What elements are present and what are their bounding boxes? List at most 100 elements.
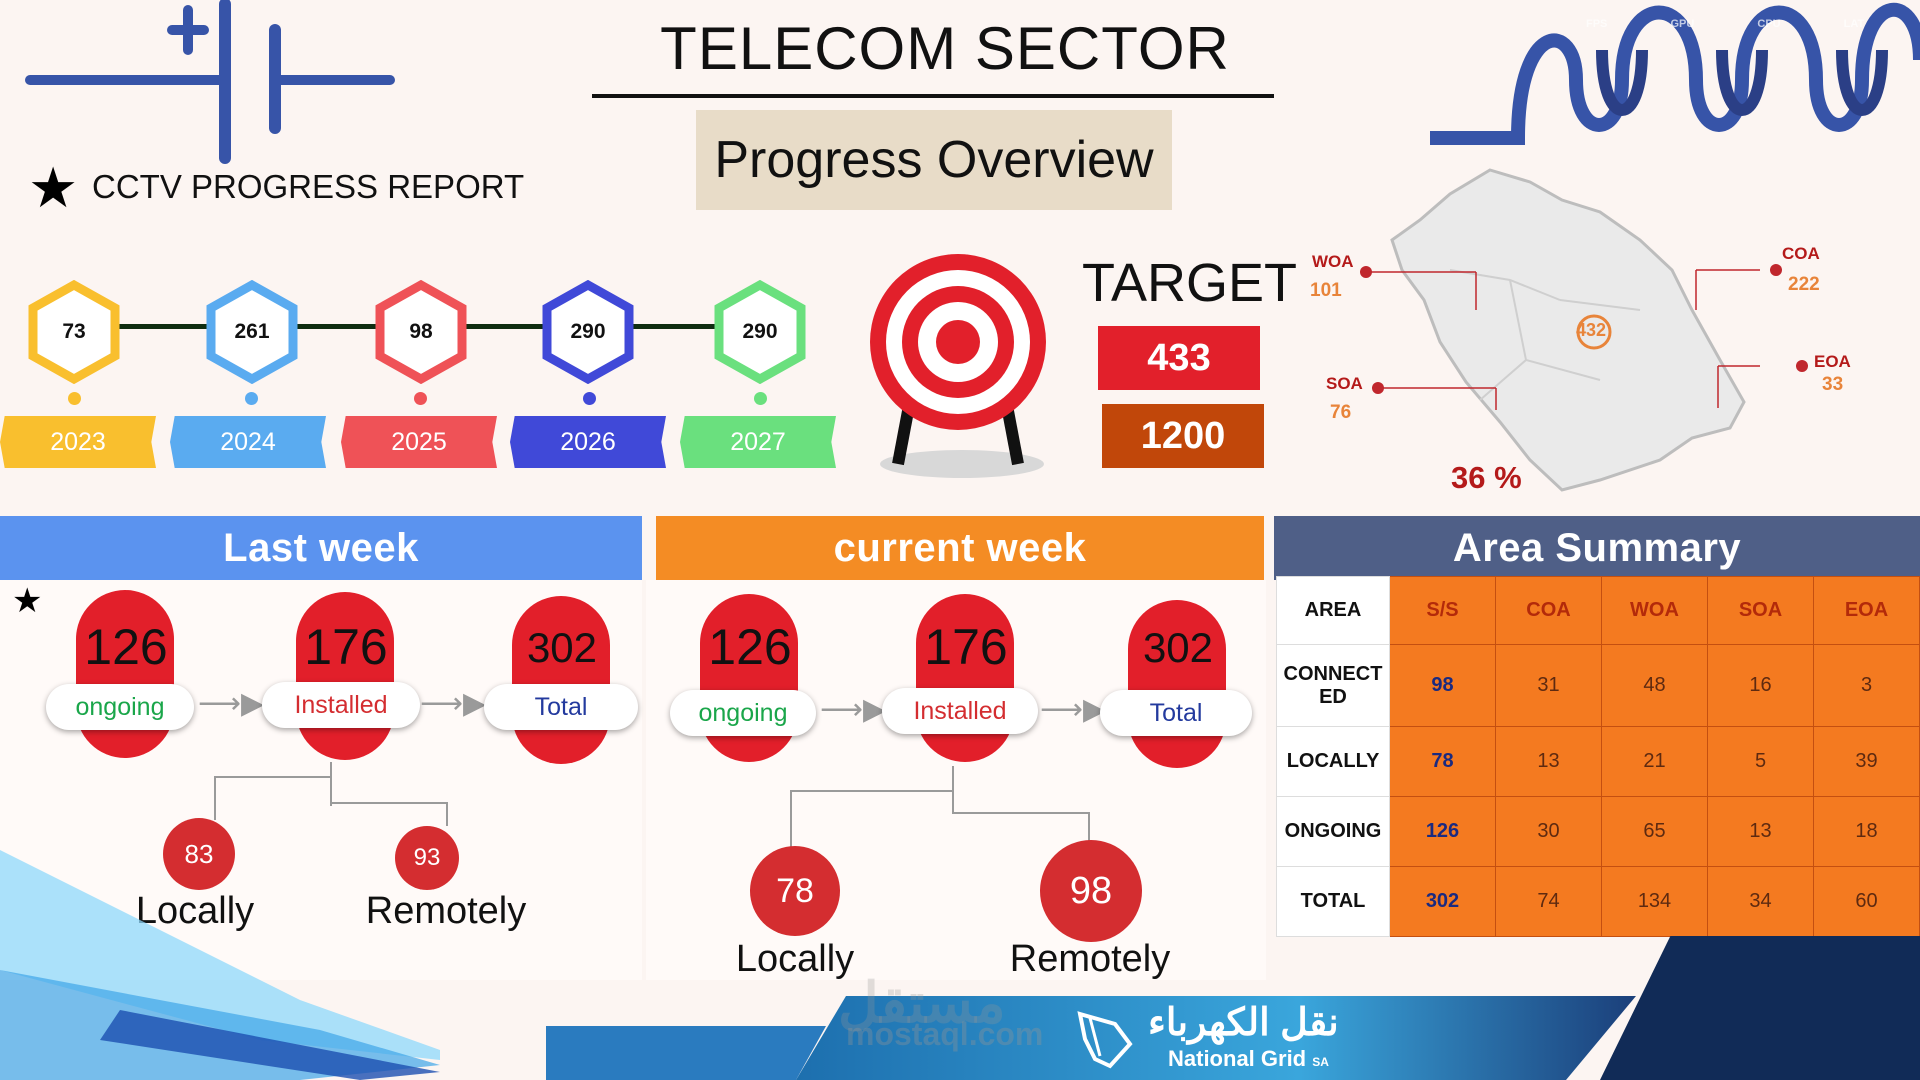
national-grid-logo-icon (1077, 1011, 1133, 1069)
row-header: ONGOING (1276, 796, 1390, 867)
connector-line (214, 776, 330, 820)
table-cell: 65 (1601, 796, 1708, 867)
table-cell: 3 (1813, 644, 1920, 727)
connector-line (330, 762, 332, 806)
remotely-circle: 98 (1040, 840, 1142, 942)
arrow-icon: ⟶▶ (198, 687, 265, 720)
table-cell: 74 (1495, 866, 1602, 937)
remotely-circle: 93 (395, 826, 459, 890)
installed-chip: Installed (262, 682, 420, 728)
ongoing-chip: ongoing (46, 684, 194, 730)
table-row: TOTAL 302 74 134 34 60 (1276, 866, 1920, 937)
timeline-dot (414, 392, 427, 405)
map-region-value: 101 (1310, 280, 1342, 301)
footer-dark-shape (1600, 936, 1920, 1080)
table-cell: 16 (1707, 644, 1814, 727)
row-header-line: ED (1319, 685, 1347, 708)
column-header: S/S (1389, 576, 1496, 645)
last-week-header: Last week (0, 516, 642, 580)
hud-item: GPU (1670, 18, 1695, 30)
brand-english-name: National Grid (1168, 1046, 1307, 1071)
table-cell: 126 (1389, 796, 1496, 867)
locally-circle: 78 (750, 846, 840, 936)
ongoing-value: 126 (708, 619, 792, 675)
report-label: CCTV PROGRESS REPORT (92, 168, 525, 205)
timeline-dot (245, 392, 258, 405)
connector-line (330, 802, 448, 826)
table-cell: 134 (1601, 866, 1708, 937)
brand-arabic: نقل الكهرباء (1148, 1002, 1339, 1044)
map-region-code: COA (1782, 244, 1820, 263)
map-marker (1360, 266, 1372, 278)
timeline-dot (754, 392, 767, 405)
map-marker (1770, 264, 1782, 276)
hud-item: CPU (1757, 18, 1781, 30)
remotely-label: Remotely (365, 890, 527, 932)
map-marker (1796, 360, 1808, 372)
map-center-value: 432 (1576, 320, 1607, 340)
timeline-dot (583, 392, 596, 405)
timeline-dot (68, 392, 81, 405)
ongoing-value: 126 (84, 619, 168, 675)
timeline-hexagon (206, 280, 298, 384)
table-cell: 48 (1601, 644, 1708, 727)
timeline-value: 290 (570, 320, 606, 343)
map-region-code: SOA (1326, 374, 1363, 393)
table-cell: 21 (1601, 726, 1708, 797)
light-streak-decoration (0, 850, 440, 1080)
map-region-code: EOA (1814, 352, 1851, 371)
table-cell: 39 (1813, 726, 1920, 797)
installed-pill (296, 592, 394, 760)
timeline-hexagon (375, 280, 467, 384)
current-week-header: current week (656, 516, 1264, 580)
map-region-value: 33 (1822, 374, 1844, 395)
connector-line (952, 812, 1090, 850)
title-divider (592, 94, 1274, 98)
arrow-icon: ⟶▶ (1040, 693, 1107, 726)
column-header: AREA (1276, 576, 1390, 645)
timeline-year: 2025 (341, 416, 497, 468)
table-cell: 34 (1707, 866, 1814, 937)
total-value: 302 (526, 624, 598, 671)
table-row: LOCALLY 78 13 21 5 39 (1276, 726, 1920, 797)
total-chip: Total (1100, 690, 1252, 736)
table-cell: 18 (1813, 796, 1920, 867)
row-header: LOCALLY (1276, 726, 1390, 797)
target-primary: 433 (1098, 326, 1260, 390)
table-cell: 13 (1707, 796, 1814, 867)
hud-item: LAT (1843, 18, 1865, 30)
brand-english: National Grid SA (1168, 1046, 1329, 1072)
ongoing-chip: ongoing (670, 690, 816, 736)
timeline-value: 261 (234, 320, 270, 343)
timeline-hexagon (28, 280, 120, 384)
hud-overlay: FPS GPU CPU LAT (1586, 18, 1864, 30)
map-region-value: 76 (1330, 402, 1352, 423)
total-pill (1128, 600, 1226, 768)
map-marker (1372, 382, 1384, 394)
locally-label: Locally (735, 938, 855, 980)
watermark-url: mostaql.com (846, 1016, 1044, 1052)
timeline-year: 2023 (0, 416, 156, 468)
table-header-row: AREA S/S COA WOA SOA EOA (1276, 576, 1920, 645)
column-header: COA (1495, 576, 1602, 645)
column-header: EOA (1813, 576, 1920, 645)
table-cell: 13 (1495, 726, 1602, 797)
locally-circle: 83 (163, 818, 235, 890)
area-summary-header: Area Summary (1274, 516, 1920, 580)
table-cell: 60 (1813, 866, 1920, 937)
row-header: TOTAL (1276, 866, 1390, 937)
table-cell: 5 (1707, 726, 1814, 797)
timeline-hexagon (542, 280, 634, 384)
total-pill (512, 596, 610, 764)
timeline-year: 2024 (170, 416, 326, 468)
footer-band (546, 996, 1636, 1080)
total-chip: Total (484, 684, 638, 730)
timeline-year: 2027 (680, 416, 836, 468)
watermark-arabic: مستقل (838, 971, 1006, 1034)
connector-line (790, 790, 952, 848)
timeline-value: 98 (409, 320, 433, 343)
hud-item: FPS (1586, 18, 1608, 30)
